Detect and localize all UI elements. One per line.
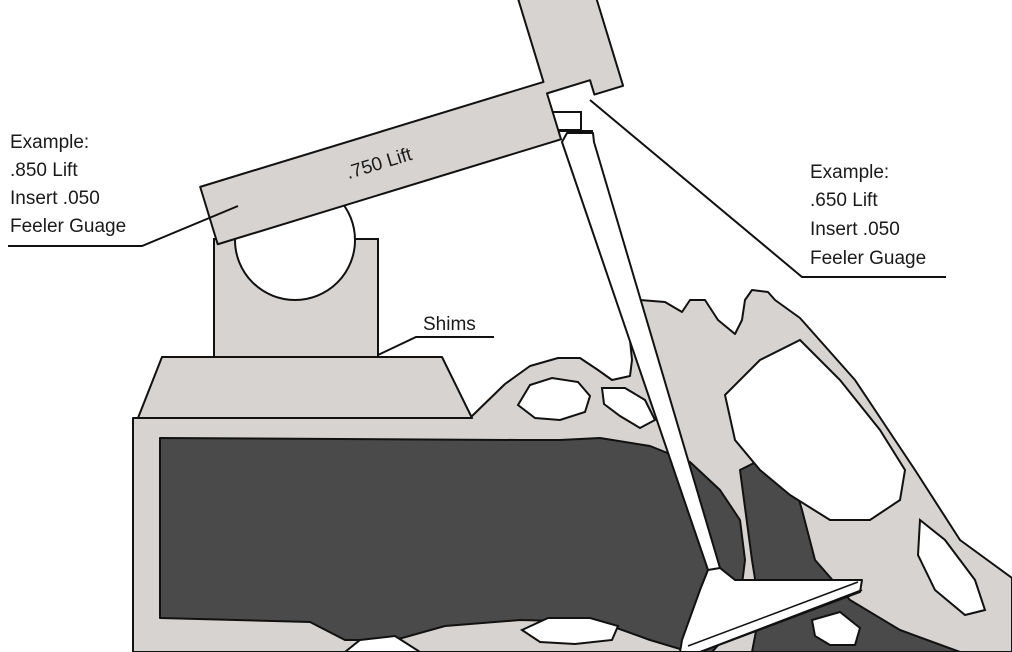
- shims-leader: [377, 336, 494, 356]
- lift-bar: [199, 0, 625, 246]
- left-callout-title: Example:: [10, 132, 89, 153]
- valve-margin-line: [687, 581, 859, 647]
- water-jacket-right: [723, 338, 907, 521]
- intake-port: [159, 437, 746, 652]
- right-callout-leader: [589, 99, 946, 278]
- shims-label: Shims: [423, 314, 476, 335]
- right-callout-line-3: Feeler Guage: [810, 248, 926, 269]
- water-jacket-bottom-1: [519, 617, 620, 646]
- right-callout-line-2: Insert .050: [810, 219, 900, 240]
- left-callout-leader: [8, 205, 239, 247]
- water-jacket-top: [516, 376, 592, 422]
- valve-face-line: [699, 589, 863, 652]
- base-plate: [137, 356, 473, 419]
- right-callout-title: Example:: [810, 162, 889, 183]
- left-callout-line-2: Insert .050: [10, 188, 100, 209]
- water-jacket-lower-right: [916, 518, 987, 617]
- water-jacket-bottom-3: [810, 610, 862, 646]
- left-callout-line-3: Feeler Guage: [10, 216, 126, 237]
- left-callout-line-1: .850 Lift: [10, 160, 78, 181]
- water-jacket-bottom-2: [343, 634, 422, 652]
- lift-bar-group: .750 Lift: [199, 0, 625, 246]
- water-jacket-upper: [600, 387, 657, 430]
- right-callout-line-1: .650 Lift: [810, 190, 878, 211]
